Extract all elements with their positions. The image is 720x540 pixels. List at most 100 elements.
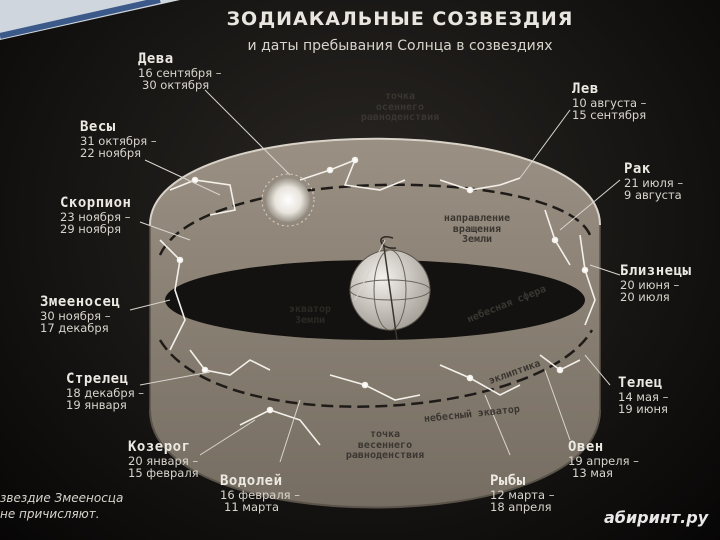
rotation-line-3: Земли (461, 234, 493, 245)
constellation-date-end: 30 октября (142, 77, 210, 92)
label-gemini: Близнецы 20 июня – 20 июля (620, 264, 691, 303)
autumn-equinox-line-2: осеннего (375, 101, 425, 113)
constellation-figures (159, 156, 596, 446)
constellation-date-end: 22 ноября (80, 145, 142, 160)
leo-lines (439, 177, 521, 191)
constellation-name: Овен (568, 439, 604, 455)
ecliptic-line-front (158, 329, 594, 408)
spring-equinox-label: точка весеннего равноденствия (330, 429, 440, 462)
constellation-date-end: 29 ноября (60, 221, 122, 236)
label-aries: Овен 19 апреля – 13 мая (568, 440, 639, 479)
constellation-name: Змееносец (40, 294, 121, 310)
star (556, 366, 564, 374)
star (326, 166, 334, 174)
page-title: ЗОДИАКАЛЬНЫЕ СОЗВЕЗДИЯ (226, 8, 574, 30)
constellation-name: Скорпион (60, 195, 132, 211)
band-top-edge (149, 137, 601, 226)
star (351, 156, 359, 164)
label-libra: Весы 31 октября – 22 ноября (80, 120, 157, 159)
star (466, 186, 474, 194)
capricorn-lines (239, 409, 321, 446)
constellation-date-end: 19 июня (618, 401, 668, 416)
star (266, 406, 274, 414)
band-bottom-edge (149, 409, 601, 509)
pisces-lines (439, 364, 521, 396)
constellation-date-end: 19 января (66, 397, 127, 412)
sun-icon (266, 178, 310, 222)
rotation-line-2: вращения (452, 223, 502, 235)
constellation-name: Близнецы (620, 263, 692, 279)
spring-equinox-line-1: точка (369, 429, 401, 440)
constellation-date-end: 18 апреля (490, 499, 552, 514)
constellation-date-start: 16 сентября – (138, 65, 222, 80)
star (191, 176, 199, 184)
constellation-name: Весы (80, 119, 116, 135)
constellation-date-start: 23 ноября – (60, 209, 131, 224)
constellation-name: Дева (138, 51, 174, 67)
star (201, 366, 209, 374)
constellation-date-start: 14 мая – (618, 389, 669, 404)
constellation-date-start: 10 августа – (572, 95, 647, 110)
star (466, 374, 474, 382)
autumn-equinox-label: точка осеннего равноденствия (345, 91, 455, 124)
constellation-date-start: 19 апреля – (568, 453, 639, 468)
autumn-equinox-line-3: равноденствия (360, 112, 440, 123)
label-aquarius: Водолей 16 февраля – 11 марта (220, 474, 300, 513)
libra-lines (169, 179, 236, 216)
label-sagittarius: Стрелец 18 декабря – 19 января (66, 372, 144, 411)
earth-meridian (373, 249, 407, 331)
page-subtitle: и даты пребывания Солнца в созвездиях (247, 38, 553, 54)
constellation-name: Водолей (220, 473, 283, 489)
label-cancer: Рак 21 июля – 9 августа (624, 162, 683, 201)
constellation-date-end: 13 мая (572, 465, 613, 480)
constellation-date-start: 20 января – (128, 453, 199, 468)
constellation-name: Козерог (128, 439, 191, 455)
constellation-name: Рак (624, 161, 651, 177)
constellation-date-start: 31 октября – (80, 133, 157, 148)
constellation-date-end: 15 сентября (572, 107, 647, 122)
label-pisces: Рыбы 12 марта – 18 апреля (490, 474, 554, 513)
star (176, 256, 184, 264)
earth-equator-line-2: Земли (294, 314, 326, 326)
constellation-name: Лев (572, 81, 599, 97)
autumn-equinox-line-1: точка (384, 91, 416, 102)
label-virgo: Дева 16 сентября – 30 октября (138, 52, 222, 91)
scorpio-lines (159, 239, 186, 351)
constellation-name: Стрелец (66, 371, 129, 387)
spring-equinox-line-3: равноденствия (345, 450, 425, 461)
virgo-lines (299, 158, 406, 191)
watermark: абиринт.ру (604, 508, 709, 527)
label-ophiuchus: Змееносец 30 ноября – 17 декабря (40, 295, 120, 334)
label-leo: Лев 10 августа – 15 сентября (572, 82, 646, 121)
label-scorpio: Скорпион 23 ноября – 29 ноября (60, 196, 131, 235)
star (361, 381, 369, 389)
constellation-name: Рыбы (490, 473, 526, 489)
constellation-date-end: 11 марта (224, 499, 280, 514)
earth-equator-label: экватор Земли (275, 304, 345, 326)
leader-lines (129, 89, 621, 463)
star (551, 236, 559, 244)
aquarius-lines (329, 374, 421, 401)
constellation-date-end: 15 февраля (128, 465, 199, 480)
earth-equator-line-1: экватор (288, 304, 332, 315)
constellation-date-start: 20 июня – (620, 277, 680, 292)
rotation-direction-label: направление вращения Земли (432, 213, 522, 246)
footnote-line-1: звездие Змееносца (0, 491, 124, 505)
ecliptic-line-back (158, 183, 592, 256)
sun-rays (261, 173, 315, 227)
rotation-arrow-icon (380, 236, 397, 249)
constellation-date-start: 30 ноября – (40, 308, 111, 323)
constellation-date-start: 16 февраля – (220, 487, 300, 502)
footnote: звездие Змееносца не причисляют. (0, 491, 123, 522)
corner-strip (0, 0, 180, 40)
footnote-line-2: не причисляют. (0, 506, 100, 521)
constellation-name: Телец (618, 375, 663, 391)
star (581, 266, 589, 274)
constellation-date-end: 20 июля (620, 289, 670, 304)
spring-equinox-line-2: весеннего (357, 439, 413, 451)
label-taurus: Телец 14 мая – 19 июня (618, 376, 668, 415)
rotation-line-1: направление (443, 213, 511, 224)
constellation-date-end: 17 декабря (40, 320, 109, 335)
